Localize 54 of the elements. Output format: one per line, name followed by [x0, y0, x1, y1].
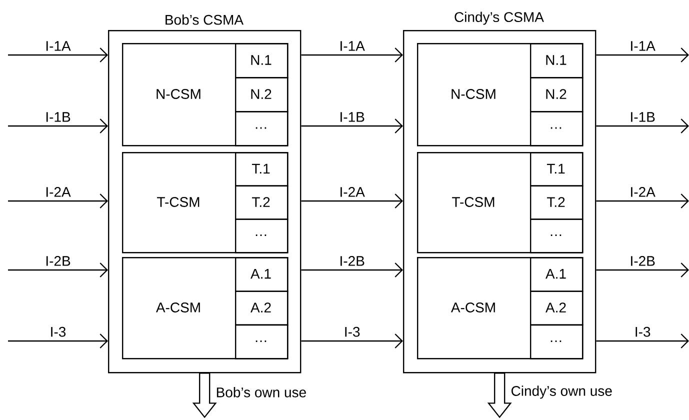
arrow	[596, 118, 689, 134]
arrow	[8, 48, 108, 62]
cell: N.2	[530, 77, 584, 112]
arrow	[596, 48, 689, 62]
cell: …	[235, 218, 288, 254]
cell: …	[235, 111, 288, 146]
arrow	[8, 118, 108, 134]
edge-label: I-1B	[340, 112, 364, 122]
edge-label: I-3	[51, 326, 66, 337]
edge-label: I-2B	[46, 256, 70, 266]
edge-label: I-3	[636, 326, 650, 337]
edge-label: I-1A	[340, 41, 365, 51]
edge-label: I-2A	[631, 187, 656, 197]
edge-label: I-1A	[631, 41, 656, 51]
cell: …	[530, 111, 584, 146]
cell: …	[235, 324, 288, 360]
edge-label: I-2B	[340, 256, 364, 266]
edge-label: I-1B	[46, 112, 70, 122]
arrow	[8, 334, 108, 348]
cell: T.1	[235, 152, 288, 186]
cell: T.2	[530, 185, 584, 220]
arrow	[8, 262, 108, 278]
cell: N.2	[235, 77, 288, 112]
arrow	[596, 262, 689, 278]
cell: …	[530, 218, 584, 254]
edge-label: I-3	[345, 326, 360, 337]
edge-label: I-2B	[631, 256, 655, 266]
arrow	[301, 194, 403, 208]
hollow-arrow	[487, 372, 512, 418]
arrow	[596, 194, 689, 208]
arrow	[301, 334, 403, 348]
node-label: Bob’s CSMA	[166, 14, 244, 25]
arrow	[301, 118, 403, 134]
cell: A.2	[530, 290, 584, 326]
arrow	[301, 48, 403, 62]
cell: A.1	[530, 257, 584, 292]
cell: T.1	[530, 152, 584, 186]
node-label: Cindy’s CSMA	[454, 12, 544, 25]
arrow	[596, 334, 689, 348]
cell: …	[530, 324, 584, 360]
cell: N.1	[235, 43, 288, 78]
cell: N.1	[530, 43, 584, 78]
edge-label: Bob’s own use	[216, 387, 306, 398]
edge-label: I-2A	[46, 187, 71, 197]
arrow	[8, 194, 108, 208]
cell: T.2	[235, 185, 288, 220]
edge-label: I-1A	[46, 41, 71, 51]
hollow-arrow	[192, 372, 217, 418]
edge-label: I-1B	[631, 112, 655, 122]
cell: A.2	[235, 290, 288, 326]
edge-label: I-2A	[340, 187, 365, 197]
cell: A.1	[235, 257, 288, 292]
edge-label: Cindy’s own use	[512, 386, 612, 399]
arrow	[301, 262, 403, 278]
